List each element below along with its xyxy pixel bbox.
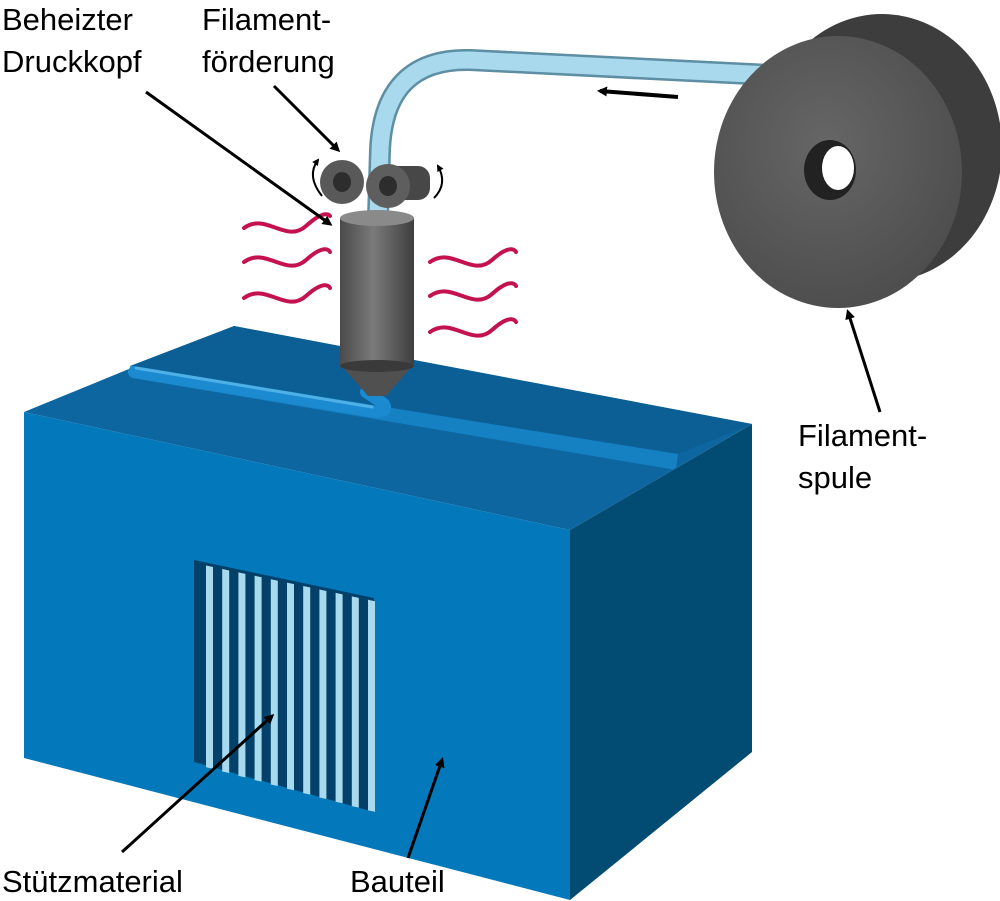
spool-hub-inner xyxy=(822,146,854,190)
support-rib xyxy=(351,596,359,808)
label-feed-1: Filament- xyxy=(202,2,331,37)
filament-strand-fill xyxy=(369,51,799,227)
support-rib xyxy=(238,572,246,778)
label-feed-2: förderung xyxy=(202,44,335,79)
label-heated-head-2: Druckkopf xyxy=(2,44,142,79)
feed-direction-arrow xyxy=(597,86,679,99)
arrow-heated-head xyxy=(145,90,333,226)
label-arrows xyxy=(120,84,882,859)
support-rib xyxy=(287,582,294,791)
filament-spool xyxy=(714,14,1000,308)
support-ribs xyxy=(206,565,375,812)
support-rib xyxy=(222,568,230,774)
support-rib xyxy=(270,579,278,786)
support-rib xyxy=(368,599,375,812)
support-rib xyxy=(335,592,343,804)
print-head-nozzle xyxy=(340,364,414,396)
arrow-feed xyxy=(272,84,341,153)
support-rib xyxy=(319,589,327,799)
rotation-arrow-right xyxy=(433,164,444,199)
part-ledge xyxy=(130,326,752,454)
print-head xyxy=(340,210,414,396)
arrow-spool xyxy=(845,309,882,413)
label-part: Bauteil xyxy=(350,864,445,899)
deposited-filament-highlight xyxy=(134,366,374,409)
support-rib xyxy=(254,575,262,782)
label-support: Stützmaterial xyxy=(2,864,183,899)
label-spool-1: Filament- xyxy=(798,418,927,453)
label-spool-2: spule xyxy=(798,460,872,495)
support-rib xyxy=(303,586,311,795)
print-head-body xyxy=(340,218,414,366)
label-heated-head-1: Beheizter xyxy=(2,2,133,37)
deposited-filament xyxy=(128,366,391,418)
arrow-support xyxy=(120,713,275,854)
part-side-face xyxy=(570,424,752,900)
feed-rollers xyxy=(311,158,444,208)
support-material xyxy=(194,560,375,812)
arrow-part xyxy=(406,757,445,859)
heat-waves xyxy=(242,212,518,338)
support-rib xyxy=(206,565,213,769)
rotation-arrow-left xyxy=(311,158,323,197)
